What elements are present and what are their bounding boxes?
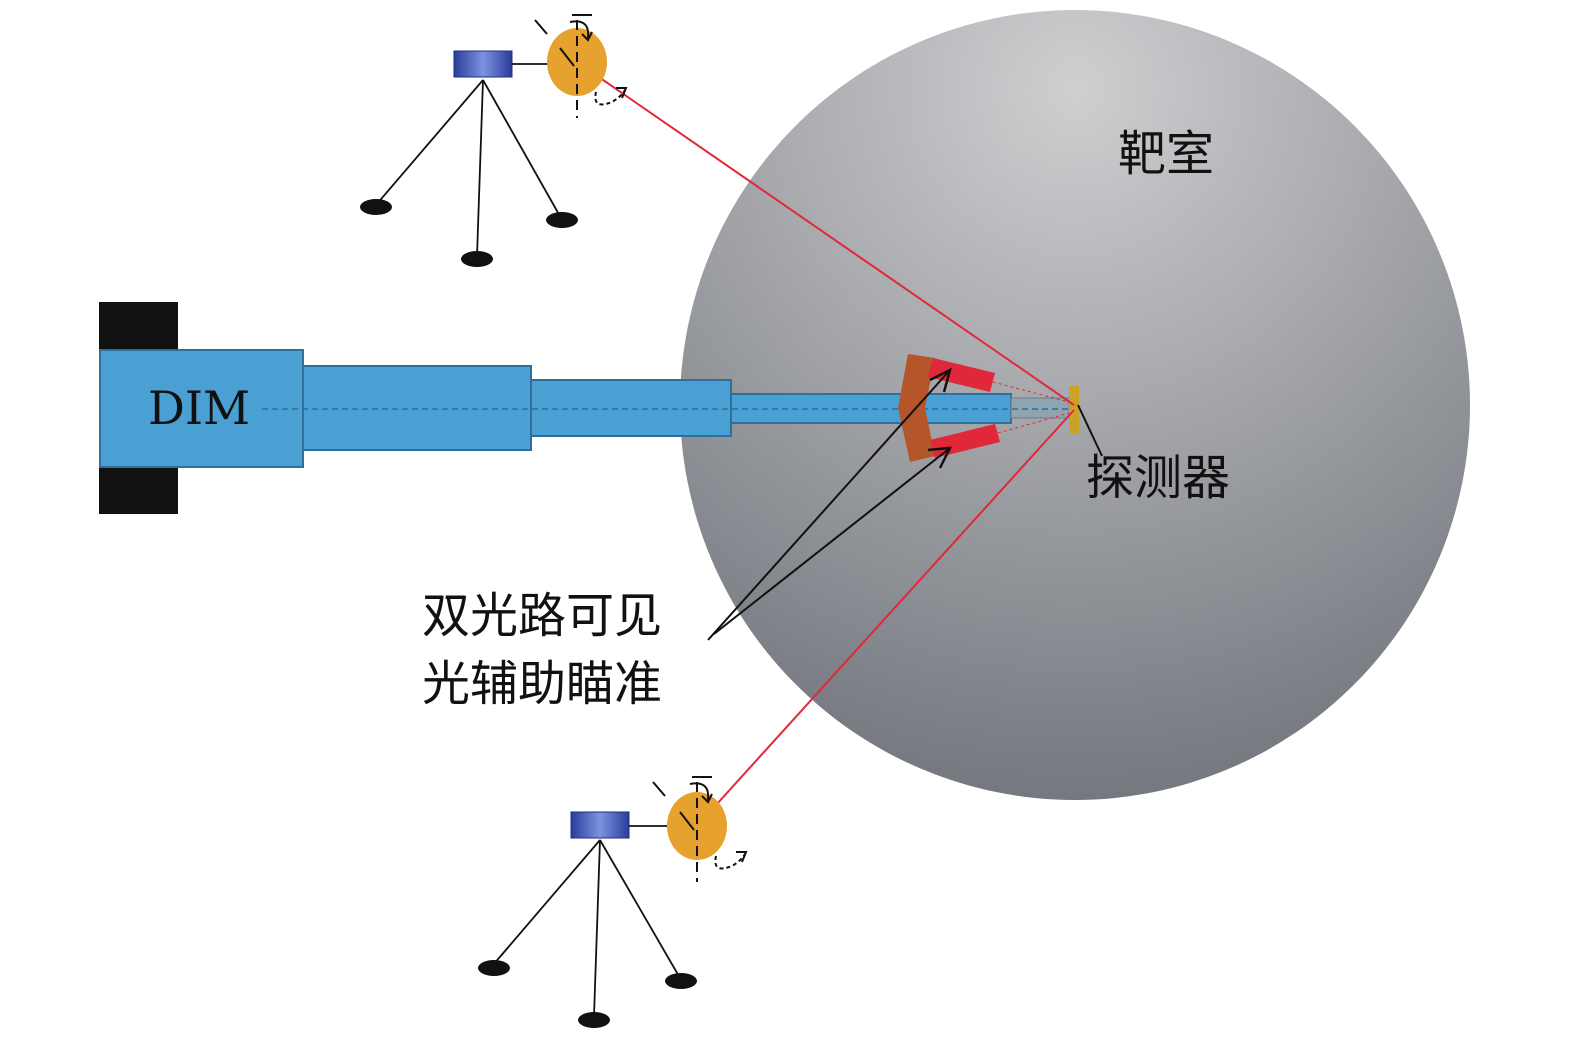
aim-laser-upper — [928, 358, 995, 392]
detector-leader — [1077, 404, 1103, 457]
annotation-arrow-lower — [713, 447, 951, 635]
camera — [453, 50, 513, 78]
aim-beam-upper — [992, 381, 1074, 404]
aim-label-line-2: 光辅助瞄准 — [422, 656, 662, 712]
rotation-arrow-icon — [689, 782, 710, 801]
aim-beam-lower — [997, 411, 1074, 434]
dim-section-1 — [302, 365, 532, 451]
rotation-arrow-icon — [594, 89, 626, 106]
tripod-foot — [461, 251, 493, 267]
annotation-arrow-upper — [707, 369, 951, 641]
chamber-label: 靶室 — [1118, 126, 1214, 182]
tripod-foot — [478, 960, 510, 976]
dim-mount-bottom — [99, 465, 178, 514]
camera — [570, 811, 630, 839]
tripod-foot — [578, 1012, 610, 1028]
tripod-foot — [665, 973, 697, 989]
dim-snout — [1010, 397, 1070, 419]
laser-line-top — [576, 61, 1075, 406]
dim-section-2 — [530, 379, 732, 437]
alignment-station-top — [360, 14, 628, 267]
sight-head — [667, 792, 727, 860]
tripod-foot — [360, 199, 392, 215]
rotation-arrow-icon — [569, 20, 590, 39]
detector-label: 探测器 — [1086, 450, 1230, 506]
arrowhead-lower — [927, 446, 953, 469]
tripod-foot — [546, 212, 578, 228]
laser-line-bottom — [696, 409, 1075, 827]
dim-label: DIM — [148, 381, 250, 435]
rotation-arrow-icon — [714, 853, 746, 870]
alignment-station-bottom — [478, 776, 748, 1028]
aim-label-line-1: 双光路可见 — [422, 588, 662, 644]
dim-mount-top — [99, 302, 178, 354]
arrowhead-upper — [929, 367, 952, 393]
